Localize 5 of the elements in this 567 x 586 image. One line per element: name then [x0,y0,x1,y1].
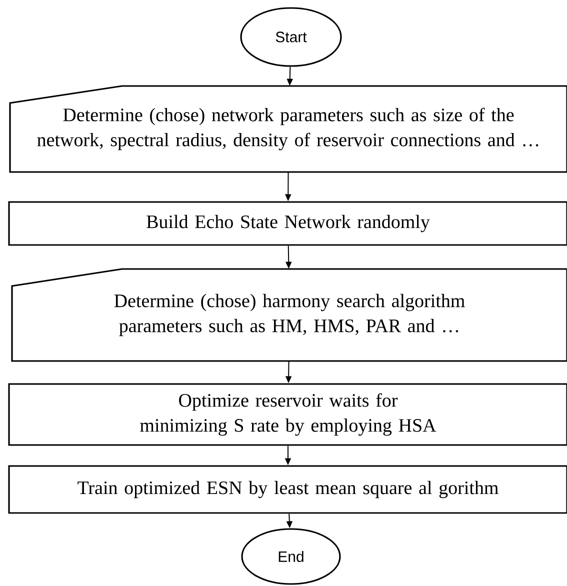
process-box: Build Echo State Network randomly [8,201,567,246]
process-box: Optimize reservoir waits for minimizing S rate by employing HSA [8,383,567,446]
manual-input-box: Determine (chose) harmony search algorithm parameters such as HM, HMS, PAR and … [11,268,567,362]
process-box: Train optimized ESN by least mean square al gorithm [8,465,567,514]
manual-input-box: Determine (chose) network parameters such as size of the network, spectral radius, density of reservoir connections and … [9,85,567,173]
